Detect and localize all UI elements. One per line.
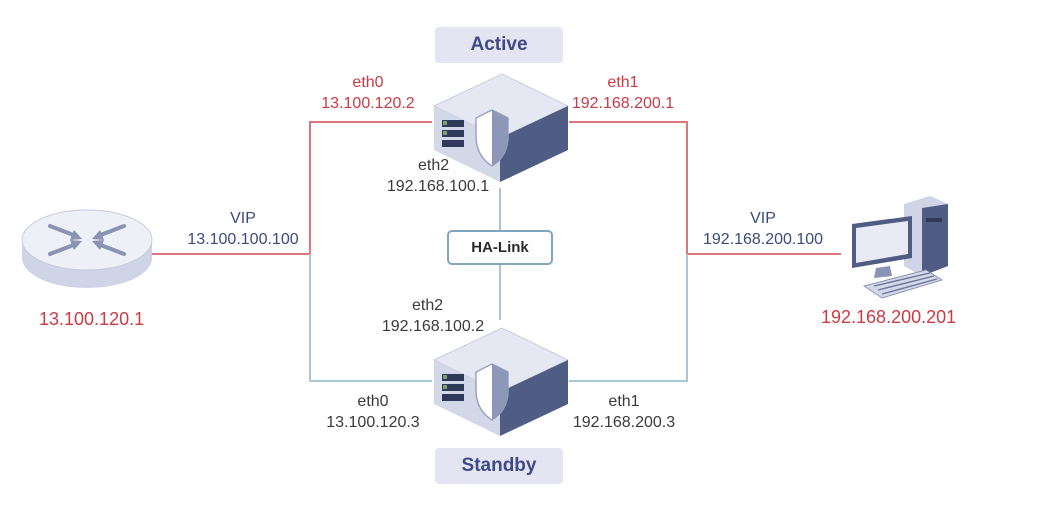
active-eth1-name: eth1 — [607, 74, 639, 91]
standby-eth0-ip: 13.100.120.3 — [326, 414, 420, 431]
standby-eth2-ip: 192.168.100.2 — [381, 318, 485, 335]
standby-eth1-name: eth1 — [608, 393, 640, 410]
active-eth0-link — [152, 121, 432, 255]
vip-left-title: VIP — [230, 210, 256, 227]
active-eth1-link — [569, 121, 841, 255]
active-eth1-ip: 192.168.200.1 — [571, 95, 675, 112]
active-eth0-name: eth0 — [352, 74, 384, 91]
active-eth0-ip: 13.100.120.2 — [321, 95, 415, 112]
active-eth0-label: eth0 13.100.120.2 — [305, 72, 431, 114]
router-ip: 13.100.120.1 — [39, 309, 145, 329]
standby-eth0-label: eth0 13.100.120.3 — [305, 391, 441, 433]
standby-badge: Standby — [435, 448, 563, 484]
standby-firewall-icon — [432, 327, 570, 436]
active-eth2-name: eth2 — [418, 157, 450, 174]
active-eth2-ip: 192.168.100.1 — [386, 178, 490, 195]
active-badge: Active — [435, 27, 563, 63]
standby-eth0-link — [309, 254, 432, 382]
vip-left-ip: 13.100.100.100 — [187, 231, 299, 248]
vip-right-ip: 192.168.200.100 — [702, 231, 824, 248]
active-eth1-label: eth1 192.168.200.1 — [560, 72, 686, 114]
active-eth2-label: eth2 192.168.100.1 — [370, 155, 506, 197]
standby-eth2-name: eth2 — [412, 297, 444, 314]
computer-icon — [852, 196, 948, 299]
standby-eth1-label: eth1 192.168.200.3 — [556, 391, 692, 433]
standby-eth2-label: eth2 192.168.100.2 — [365, 295, 501, 337]
router-icon — [21, 209, 153, 288]
ha-link-box: HA-Link — [447, 230, 553, 265]
standby-eth1-link — [569, 254, 688, 382]
vip-right-label: VIP 192.168.200.100 — [683, 208, 843, 250]
standby-eth0-name: eth0 — [357, 393, 389, 410]
vip-right-title: VIP — [750, 210, 776, 227]
pc-ip: 192.168.200.201 — [821, 307, 957, 327]
standby-eth1-ip: 192.168.200.3 — [572, 414, 676, 431]
active-firewall-icon — [432, 73, 570, 182]
vip-left-label: VIP 13.100.100.100 — [170, 208, 316, 250]
